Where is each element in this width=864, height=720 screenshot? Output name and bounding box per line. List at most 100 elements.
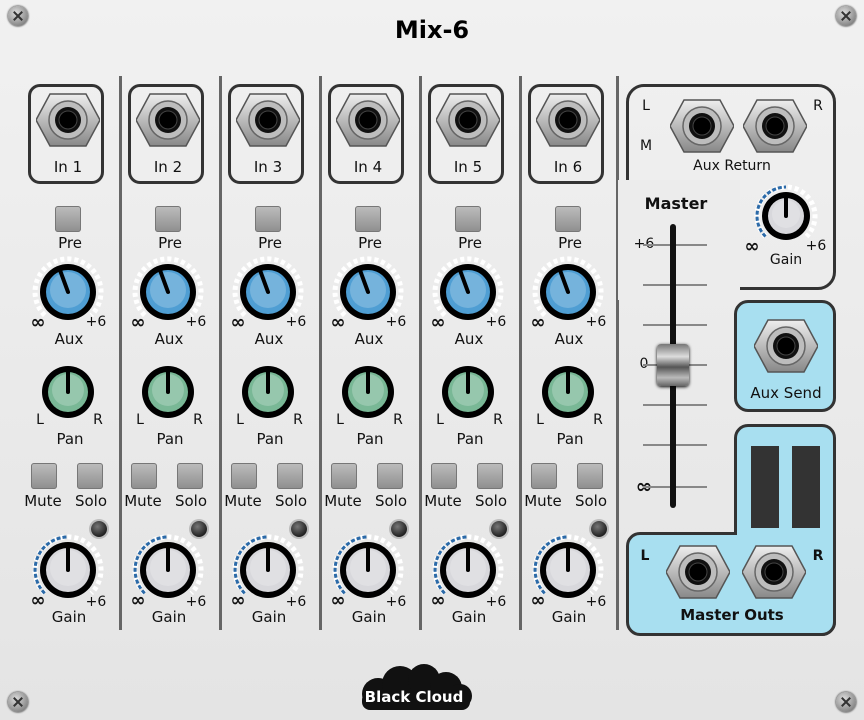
aux-send-jack[interactable] <box>754 318 818 374</box>
aux-return-label: Aux Return <box>693 158 771 174</box>
pre-3-button[interactable] <box>255 206 281 232</box>
mute-2-button[interactable] <box>131 463 157 489</box>
clip-4-led <box>391 521 407 537</box>
master-out-left-jack[interactable] <box>666 544 730 600</box>
gain-2-knob[interactable] <box>130 532 206 608</box>
aux-6-label: Aux <box>554 330 584 348</box>
aux-5-knob[interactable] <box>430 254 506 330</box>
master-out-right-jack[interactable] <box>742 544 806 600</box>
clip-1-led <box>91 521 107 537</box>
channel-divider <box>419 76 422 630</box>
solo-6-button[interactable] <box>577 463 603 489</box>
gain-5-knob[interactable] <box>430 532 506 608</box>
pan-1-left: L <box>36 412 44 428</box>
pan-2-knob[interactable] <box>132 356 204 428</box>
aux-2-max: +6 <box>185 314 207 330</box>
mute-5-label: Mute <box>424 492 462 510</box>
black-cloud-logo <box>362 664 472 710</box>
solo-2-button[interactable] <box>177 463 203 489</box>
solo-6-label: Solo <box>574 492 608 510</box>
pre-1-label: Pre <box>58 234 82 252</box>
gain-6-knob[interactable] <box>530 532 606 608</box>
master-fader-handle[interactable] <box>657 344 689 386</box>
input-4-jack[interactable] <box>336 92 400 148</box>
input-6-jack[interactable] <box>536 92 600 148</box>
gain-3-knob[interactable] <box>230 532 306 608</box>
aux-1-knob[interactable] <box>30 254 106 330</box>
master-outs-label: Master Outs <box>680 606 784 624</box>
aux-6-knob[interactable] <box>530 254 606 330</box>
gain-4-label: Gain <box>351 608 387 626</box>
aux-5-max: +6 <box>485 314 507 330</box>
pan-3-label: Pan <box>256 430 284 448</box>
pan-6-left: L <box>536 412 544 428</box>
input-3-box <box>228 84 304 184</box>
solo-3-button[interactable] <box>277 463 303 489</box>
pan-6-label: Pan <box>556 430 584 448</box>
aux-4-min: ∞ <box>330 312 346 333</box>
input-2-label: In 2 <box>153 158 183 176</box>
aux-4-knob[interactable] <box>330 254 406 330</box>
pan-2-label: Pan <box>156 430 184 448</box>
pan-5-knob[interactable] <box>432 356 504 428</box>
pan-6-knob[interactable] <box>532 356 604 428</box>
aux-1-max: +6 <box>85 314 107 330</box>
input-1-label: In 1 <box>53 158 83 176</box>
aux-return-gain-label: Gain <box>769 252 803 268</box>
solo-5-button[interactable] <box>477 463 503 489</box>
pan-3-left: L <box>236 412 244 428</box>
solo-4-button[interactable] <box>377 463 403 489</box>
input-3-jack[interactable] <box>236 92 300 148</box>
aux-3-knob[interactable] <box>230 254 306 330</box>
gain-3-label: Gain <box>251 608 287 626</box>
input-2-jack[interactable] <box>136 92 200 148</box>
channel-divider <box>219 76 222 630</box>
aux-5-label: Aux <box>454 330 484 348</box>
aux-1-label: Aux <box>54 330 84 348</box>
pre-2-button[interactable] <box>155 206 181 232</box>
aux-6-max: +6 <box>585 314 607 330</box>
gain-4-knob[interactable] <box>330 532 406 608</box>
pan-4-label: Pan <box>356 430 384 448</box>
mute-6-button[interactable] <box>531 463 557 489</box>
mute-4-button[interactable] <box>331 463 357 489</box>
gain-2-max: +6 <box>185 594 207 610</box>
pre-4-label: Pre <box>358 234 382 252</box>
aux-5-min: ∞ <box>430 312 446 333</box>
aux-2-knob[interactable] <box>130 254 206 330</box>
aux-return-left-jack[interactable] <box>670 98 734 154</box>
input-1-jack[interactable] <box>36 92 100 148</box>
mute-3-button[interactable] <box>231 463 257 489</box>
pre-6-label: Pre <box>558 234 582 252</box>
input-6-label: In 6 <box>553 158 583 176</box>
pre-6-button[interactable] <box>555 206 581 232</box>
aux-return-gain-knob[interactable] <box>752 182 820 250</box>
mute-5-button[interactable] <box>431 463 457 489</box>
input-5-jack[interactable] <box>436 92 500 148</box>
aux-return-right-jack[interactable] <box>743 98 807 154</box>
pre-4-button[interactable] <box>355 206 381 232</box>
section-divider <box>616 76 619 630</box>
pre-2-label: Pre <box>158 234 182 252</box>
solo-2-label: Solo <box>174 492 208 510</box>
vu-meter-left <box>751 446 779 528</box>
pan-3-knob[interactable] <box>232 356 304 428</box>
input-4-box <box>328 84 404 184</box>
mute-1-button[interactable] <box>31 463 57 489</box>
gain-1-knob[interactable] <box>30 532 106 608</box>
pan-4-knob[interactable] <box>332 356 404 428</box>
input-2-box <box>128 84 204 184</box>
pan-1-knob[interactable] <box>32 356 104 428</box>
solo-1-button[interactable] <box>77 463 103 489</box>
solo-1-label: Solo <box>74 492 108 510</box>
pan-2-left: L <box>136 412 144 428</box>
aux-3-label: Aux <box>254 330 284 348</box>
pre-1-button[interactable] <box>55 206 81 232</box>
aux-2-min: ∞ <box>130 312 146 333</box>
clip-2-led <box>191 521 207 537</box>
channel-divider <box>519 76 522 630</box>
channel-divider <box>319 76 322 630</box>
gain-3-min: ∞ <box>230 590 246 611</box>
pre-5-button[interactable] <box>455 206 481 232</box>
